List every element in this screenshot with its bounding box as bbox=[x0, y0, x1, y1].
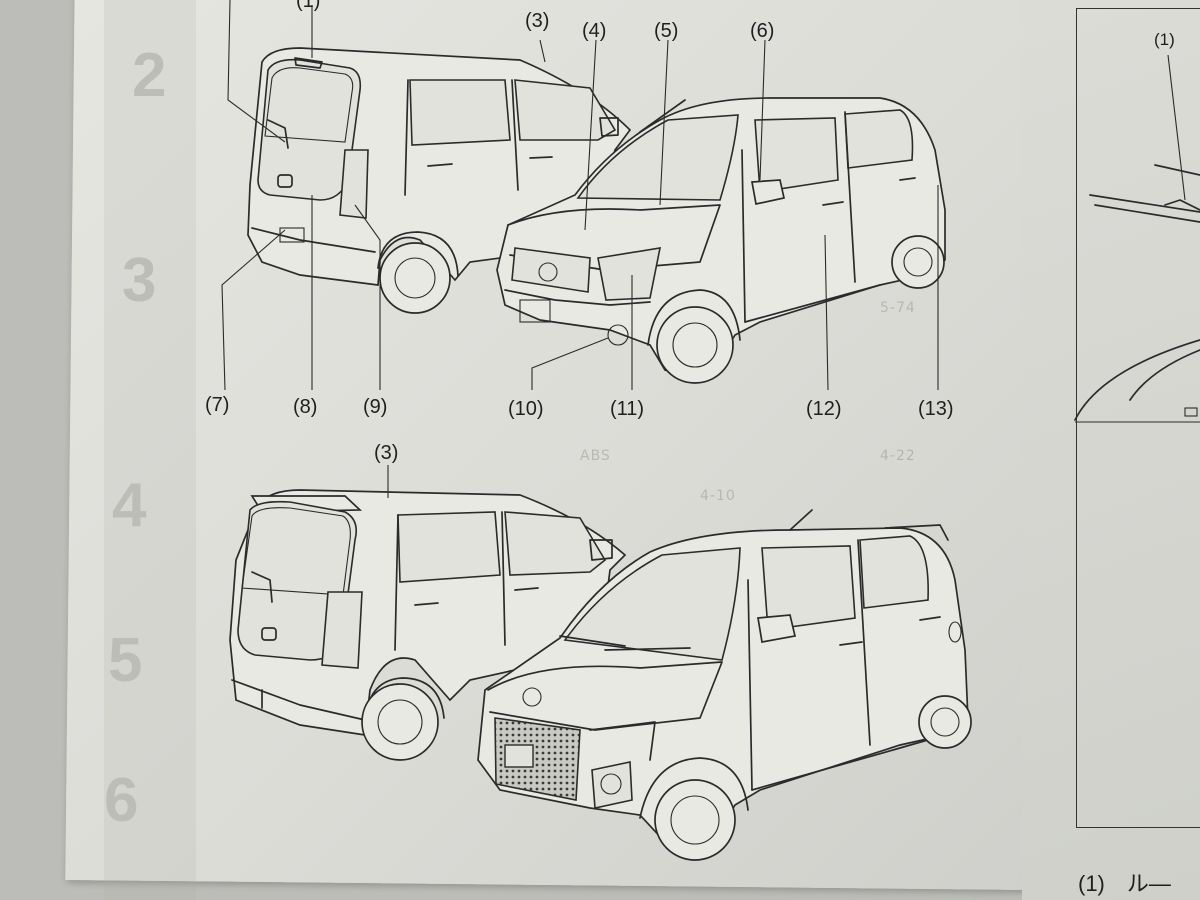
right-page-callout-label-1: (1) bbox=[1154, 30, 1175, 49]
section-tab-6: 6 bbox=[104, 766, 139, 835]
section-tab-5: 5 bbox=[108, 626, 143, 695]
right-page-diagram bbox=[1074, 54, 1200, 423]
callout-label-10: (10) bbox=[508, 398, 544, 420]
front-view-car-bottom bbox=[477, 509, 972, 861]
right-page bbox=[1022, 0, 1200, 900]
callout-label-4: (4) bbox=[582, 20, 607, 42]
front-view-car-top bbox=[496, 97, 946, 384]
section-tab-2: 2 bbox=[132, 41, 167, 110]
callout-label-6: (6) bbox=[750, 20, 775, 42]
callout-label-3: (3) bbox=[525, 10, 550, 32]
callout-label-7: (7) bbox=[205, 394, 230, 416]
callout-label-11: (11) bbox=[610, 398, 645, 420]
bleed-through-text: 5-74 bbox=[880, 300, 916, 316]
section-tab-3: 3 bbox=[122, 246, 157, 315]
callout-leader-lines-top bbox=[221, 0, 939, 391]
callout-label-1: (1) bbox=[296, 0, 321, 12]
bleed-through-text: 4-10 bbox=[700, 488, 736, 504]
bleed-through-text: 4-22 bbox=[880, 448, 916, 464]
callout-label-13: (13) bbox=[918, 398, 954, 420]
bleed-through-text: ABS bbox=[580, 448, 611, 464]
callout-label-5: (5) bbox=[654, 20, 679, 42]
section-tab-4: 4 bbox=[112, 471, 147, 540]
callout-label-8: (8) bbox=[293, 396, 318, 418]
callout-label-3-bottom: (3) bbox=[374, 442, 399, 464]
right-page-caption: (1) ル— bbox=[1078, 871, 1171, 896]
rear-view-car-bottom bbox=[229, 489, 627, 761]
callout-label-9: (9) bbox=[363, 396, 388, 418]
section-tab-strip bbox=[104, 0, 196, 900]
callout-label-12: (12) bbox=[806, 398, 842, 420]
